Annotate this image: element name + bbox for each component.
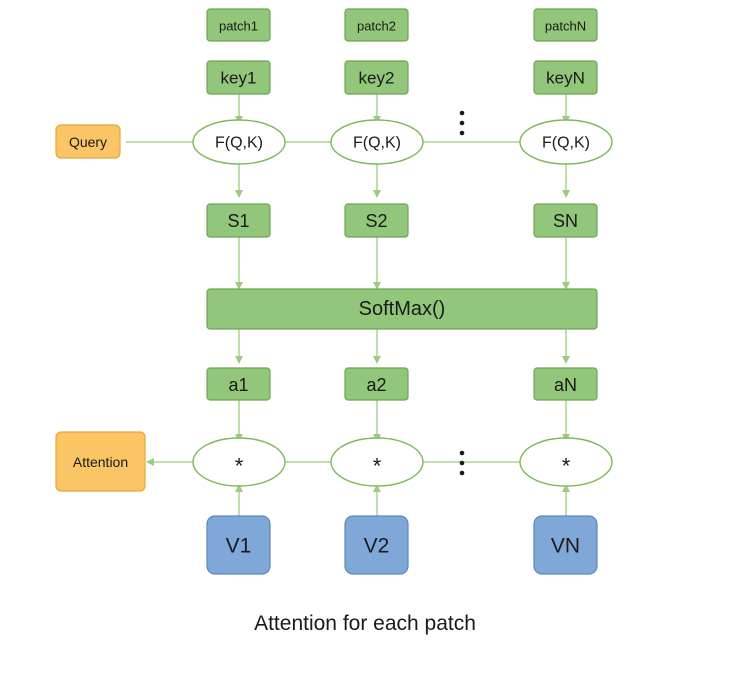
column-2: patch2 key2 F(Q,K) S2 a2 * V2 — [330, 8, 424, 575]
patch-box — [206, 8, 271, 42]
value-label: V1 — [226, 535, 252, 558]
softmax-box — [206, 288, 598, 330]
softmax: SoftMax() — [206, 288, 598, 330]
patch-label: patch1 — [219, 19, 258, 34]
value-label: VN — [551, 535, 580, 558]
attention-output: Attention — [55, 431, 146, 492]
multiply-label: * — [373, 454, 382, 479]
diagram-caption: Attention for each patch — [254, 612, 476, 635]
ellipsis-dots-top — [459, 110, 465, 136]
key-label: keyN — [546, 69, 585, 88]
score-label: SN — [553, 211, 578, 231]
query-label: Query — [69, 134, 107, 150]
value-box — [206, 515, 271, 575]
weight-label: a1 — [228, 375, 248, 395]
attention-box — [55, 431, 146, 492]
patch-box — [533, 8, 598, 42]
score-function-node — [192, 119, 286, 165]
key-box — [206, 60, 271, 95]
score-label: S1 — [227, 211, 249, 231]
score-function-label: F(Q,K) — [215, 135, 263, 152]
patch-box — [344, 8, 409, 42]
column-1: patch1 key1 F(Q,K) S1 a1 * V1 — [192, 8, 286, 575]
multiply-node — [519, 437, 613, 487]
multiply-label: * — [562, 454, 571, 479]
score-function-label: F(Q,K) — [353, 135, 401, 152]
weight-label: a2 — [366, 375, 386, 395]
key-label: key1 — [221, 69, 257, 88]
key-box — [344, 60, 409, 95]
patch-label: patch2 — [357, 19, 396, 34]
key-label: key2 — [359, 69, 395, 88]
score-function-label: F(Q,K) — [542, 135, 590, 152]
score-function-node — [330, 119, 424, 165]
connectors — [126, 94, 570, 516]
score-label: S2 — [365, 211, 387, 231]
multiply-label: * — [235, 454, 244, 479]
column-n: patchN keyN F(Q,K) SN aN * VN — [519, 8, 613, 575]
patch-label: patchN — [545, 19, 586, 34]
score-box — [533, 203, 598, 238]
score-box — [344, 203, 409, 238]
weight-box — [206, 367, 271, 401]
weight-box — [533, 367, 598, 401]
multiply-node — [192, 437, 286, 487]
query: Query — [55, 124, 121, 159]
query-box — [55, 124, 121, 159]
score-box — [206, 203, 271, 238]
weight-box — [344, 367, 409, 401]
softmax-label: SoftMax() — [359, 298, 446, 320]
ellipsis-dots-bottom — [459, 450, 465, 476]
score-function-node — [519, 119, 613, 165]
multiply-node — [330, 437, 424, 487]
attention-label: Attention — [73, 454, 128, 470]
key-box — [533, 60, 598, 95]
weight-label: aN — [554, 375, 577, 395]
value-box — [344, 515, 409, 575]
value-label: V2 — [364, 535, 390, 558]
value-box — [533, 515, 598, 575]
